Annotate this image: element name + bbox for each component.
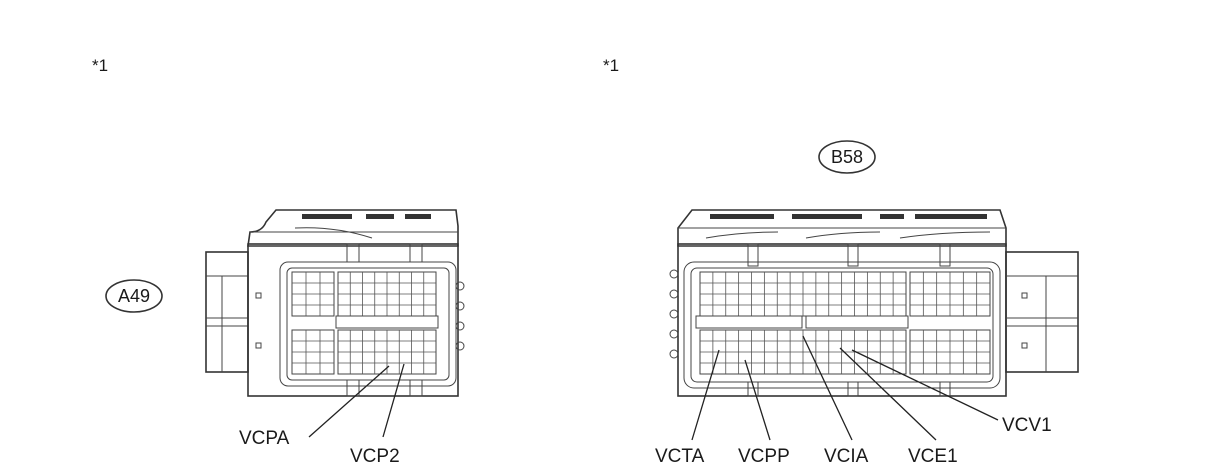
pin-block-b58-bottom-side [909,329,991,375]
connector-b58-pin-grid [695,271,991,375]
pin-block-a49-bottom-left [291,329,335,375]
key-bar-a49 [335,315,439,329]
connector-a49-housing [205,209,465,397]
connector-a49-pin-grid [291,271,439,375]
pin-label-vcta: VCTA [655,446,705,467]
pin-label-vce1: VCE1 [908,446,958,467]
pin-label-vcpa: VCPA [239,428,290,449]
leader-vcpa [308,365,390,438]
leader-vcpp [744,359,771,441]
connector-a49-group: *1 A49 [92,56,465,467]
connector-id-badge-a49 [105,279,163,313]
pin-block-b58-top-main [699,271,907,317]
connector-b58-group: *1 B58 [603,56,1079,467]
pin-block-a49-top-right [337,271,437,317]
pin-label-vcpp: VCPP [738,446,790,467]
pin-label-vcv1: VCV1 [1002,415,1052,436]
pin-block-a49-bottom-right [337,329,437,375]
leader-vcp2 [382,363,405,438]
connector-id-a49: A49 [118,286,150,306]
key-bar-b58-left [695,315,803,329]
leader-vcia [802,335,853,441]
connector-id-b58: B58 [831,147,863,167]
pin-block-b58-top-side [909,271,991,317]
pin-block-a49-top-left [291,271,335,317]
pin-label-vcp2: VCP2 [350,446,400,467]
pin-block-b58-bottom-main [699,329,907,375]
pin-label-vcia: VCIA [824,446,869,467]
key-bar-b58-right [805,315,909,329]
note-marker-right: *1 [603,56,619,75]
leader-vce1 [839,347,937,441]
leader-vcv1 [851,349,999,421]
leader-vcta [691,349,720,441]
note-marker-left: *1 [92,56,108,75]
connector-b58-housing [669,209,1079,397]
connector-id-badge-b58 [818,140,876,174]
